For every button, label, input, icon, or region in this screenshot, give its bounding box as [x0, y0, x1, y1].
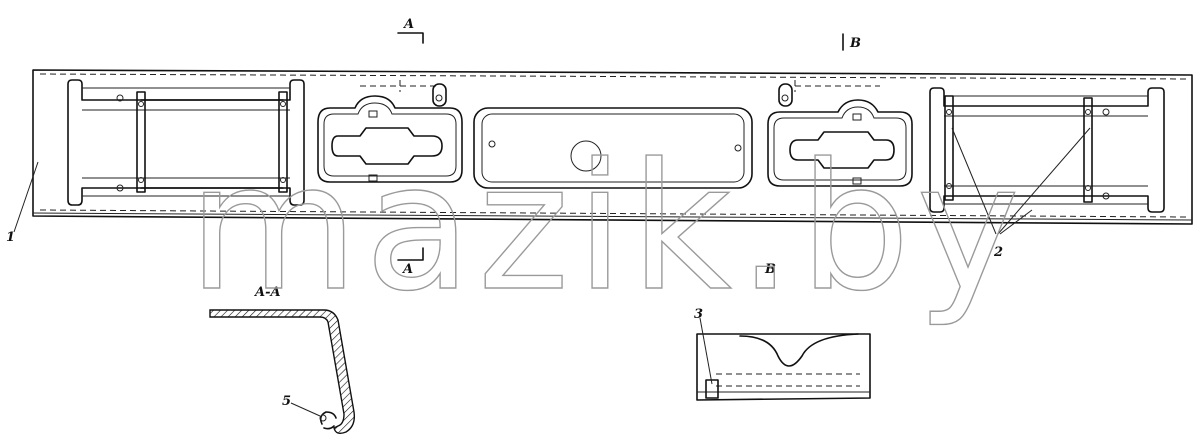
- callout-label-1: 1: [6, 230, 15, 245]
- hidden-detail-lines: [360, 80, 880, 107]
- callout-label-5: 5: [282, 394, 291, 409]
- section-b-detail: 3: [694, 307, 871, 401]
- callout-1: 1: [6, 161, 39, 245]
- section-aa-title: A-A: [253, 285, 281, 300]
- left-bracket-frame: [67, 79, 305, 206]
- callout-label-2: 2: [993, 245, 1003, 260]
- section-label-a-bottom: A: [401, 262, 413, 277]
- watermark-text: mazik.by: [188, 127, 1026, 330]
- section-label-a-top: A: [402, 17, 414, 32]
- section-marker-a-bottom: A: [397, 247, 424, 277]
- callout-2: 2: [951, 127, 1091, 260]
- center-lamp-housing: [473, 107, 753, 189]
- callout-label-3: 3: [694, 307, 703, 322]
- section-marker-a-top: A: [397, 17, 424, 44]
- section-marker-b-bottom: B: [764, 262, 776, 277]
- main-panel: [32, 69, 1193, 225]
- right-lamp-housing: [767, 99, 913, 187]
- section-aa-detail: A-A 5: [209, 285, 356, 435]
- section-label-b-bottom: B: [764, 262, 776, 277]
- left-lamp-housing: [317, 95, 463, 183]
- right-bracket-frame: [929, 87, 1165, 213]
- section-marker-b-top: B: [842, 33, 861, 51]
- section-label-b-top: B: [849, 36, 861, 51]
